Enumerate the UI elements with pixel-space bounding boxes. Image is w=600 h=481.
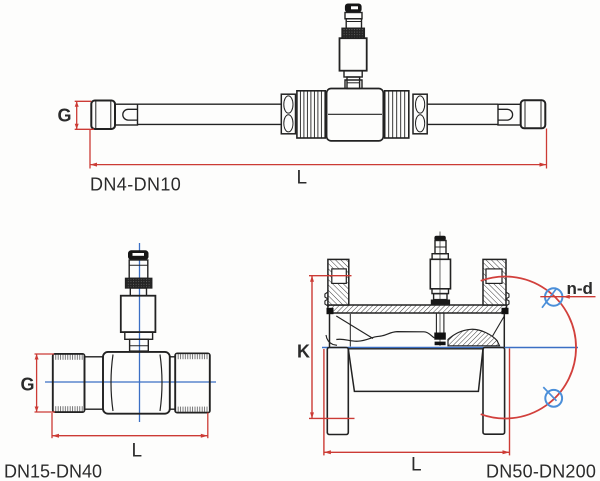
svg-text:DN4-DN10: DN4-DN10	[90, 175, 181, 195]
svg-text:L: L	[132, 441, 143, 462]
svg-text:DN15-DN40: DN15-DN40	[4, 462, 102, 481]
svg-text:DN50-DN200: DN50-DN200	[486, 462, 596, 481]
svg-text:G: G	[58, 106, 72, 126]
svg-text:G: G	[21, 375, 35, 395]
svg-text:n-d: n-d	[567, 279, 593, 298]
svg-text:K: K	[297, 342, 310, 362]
svg-text:L: L	[411, 455, 422, 476]
svg-text:L: L	[297, 168, 308, 189]
